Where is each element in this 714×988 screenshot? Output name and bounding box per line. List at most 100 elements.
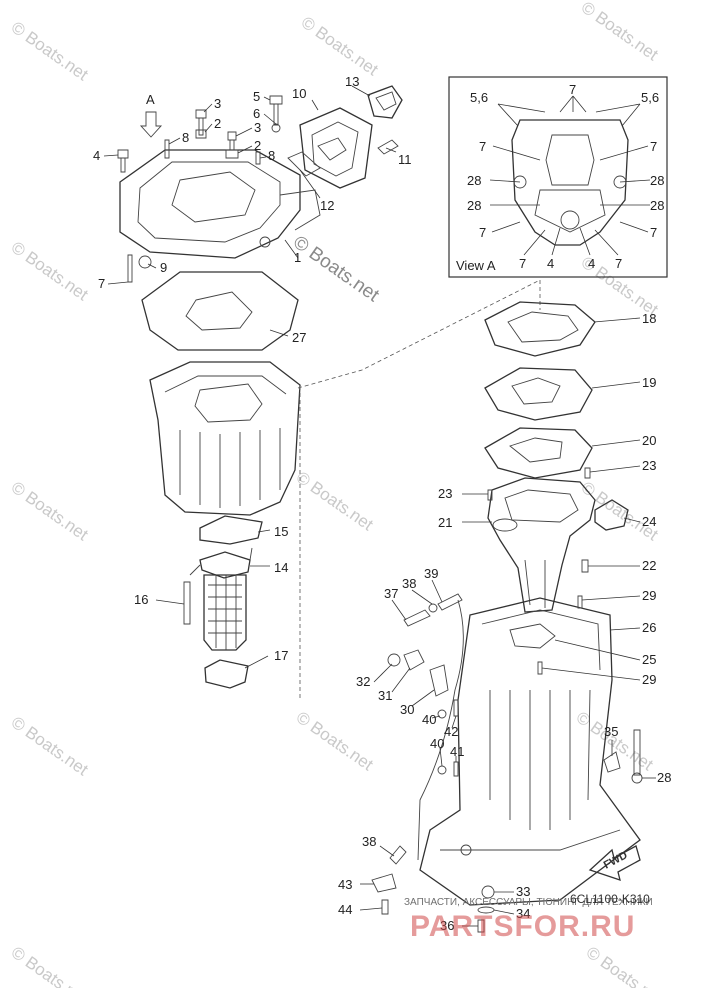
bolt-28 xyxy=(633,729,641,776)
gasket-18 xyxy=(484,301,596,357)
leader-29b xyxy=(541,667,641,681)
upper-casing-port xyxy=(259,236,271,248)
oil-pan-boss xyxy=(194,383,263,423)
view-a-leader-7r2 xyxy=(619,221,649,233)
callout-42: 42 xyxy=(444,724,458,739)
watermark-11: © Boats.net xyxy=(573,708,657,775)
clamp-38a xyxy=(428,603,438,613)
exhaust-guide-21 xyxy=(487,477,596,613)
grommet-30 xyxy=(429,664,449,697)
hose-39 xyxy=(437,593,463,611)
callout-11: 11 xyxy=(398,152,412,167)
callout-12: 12 xyxy=(320,198,334,213)
leader-31 xyxy=(391,667,411,693)
pin-29a xyxy=(577,595,583,609)
lower-casing-plate xyxy=(440,829,621,851)
callout-7: 7 xyxy=(98,276,105,291)
view-arrow-a-icon xyxy=(139,111,163,138)
oil-pan-ribs xyxy=(179,428,281,508)
callout-34: 34 xyxy=(516,906,530,921)
callout-36: 36 xyxy=(440,918,454,933)
bolt-16 xyxy=(183,581,191,625)
leader-42 xyxy=(451,715,457,729)
leader-34 xyxy=(493,909,515,915)
seal-24 xyxy=(594,499,629,531)
callout-17: 17 xyxy=(274,648,288,663)
callout-9: 9 xyxy=(160,260,167,275)
callout-38b: 38 xyxy=(362,834,376,849)
view-a-leader-7top xyxy=(559,95,587,113)
lower-casing-group xyxy=(419,595,656,906)
gasket-25 xyxy=(509,623,556,649)
top-cover-group xyxy=(287,85,403,199)
view-a-label-28-right2: 28 xyxy=(650,198,664,213)
leader-16 xyxy=(155,599,185,605)
strainer-link xyxy=(189,547,253,576)
callout-43: 43 xyxy=(338,877,352,892)
hose-line xyxy=(417,599,464,861)
leader-4 xyxy=(103,154,119,157)
washer-40b xyxy=(437,765,447,775)
gasket-18-opening xyxy=(507,311,579,343)
part-13 xyxy=(367,85,403,119)
view-a-label-7-left2: 7 xyxy=(479,225,486,240)
leader-30 xyxy=(411,689,435,707)
callout-29b: 29 xyxy=(642,672,656,687)
exhaust-guide-21-hole xyxy=(492,518,518,532)
view-a-label-7-bottom2: 7 xyxy=(615,256,622,271)
upper-casing-flange xyxy=(279,189,321,231)
footer-logo: PARTSFOR.RU xyxy=(410,910,635,943)
view-a-inset: 5,6 5,6 7 7 7 28 28 28 28 7 7 7 4 4 7 Vi… xyxy=(448,76,668,278)
callout-23b: 23 xyxy=(642,458,656,473)
dowel-8b xyxy=(255,151,261,165)
view-a-leader-56b xyxy=(595,103,641,127)
view-a-leader-bottom xyxy=(523,227,619,256)
leader-9 xyxy=(147,263,157,269)
view-a-leader-56a xyxy=(497,103,546,127)
leader-8b xyxy=(259,156,267,159)
callout-23a: 23 xyxy=(438,486,452,501)
callout-30: 30 xyxy=(400,702,414,717)
view-arrow-a: A xyxy=(139,92,163,138)
view-a-leader-7l1 xyxy=(492,145,541,161)
callout-21: 21 xyxy=(438,515,452,530)
view-a-label-7-right2: 7 xyxy=(650,225,657,240)
leader-24 xyxy=(623,517,641,523)
leader-26 xyxy=(609,627,641,631)
view-a-title: View A xyxy=(456,258,496,273)
gasket-27-opening xyxy=(185,291,253,331)
leader-13 xyxy=(351,85,371,97)
callout-22: 22 xyxy=(642,558,656,573)
callout-6: 6 xyxy=(253,106,260,121)
view-a-label-7-right1: 7 xyxy=(650,139,657,154)
gasket-20 xyxy=(484,427,593,479)
leader-8a xyxy=(168,137,181,145)
bolt-3a xyxy=(195,109,207,136)
leader-44 xyxy=(359,907,383,911)
watermark-8: © Boats.net xyxy=(578,478,662,545)
callout-25: 25 xyxy=(642,652,656,667)
gasket-27-group xyxy=(141,271,299,351)
lower-casing-ribs xyxy=(489,689,591,830)
leader-17 xyxy=(244,655,269,669)
view-a-label-28-left2: 28 xyxy=(467,198,481,213)
view-a-label-4-bottom2: 4 xyxy=(588,256,595,271)
callout-40b: 40 xyxy=(430,736,444,751)
gasket-17 xyxy=(204,659,249,689)
fitting-43 xyxy=(371,873,397,893)
fwd-arrow-icon xyxy=(588,845,641,881)
leader-32 xyxy=(373,663,393,683)
grommet-9 xyxy=(138,255,152,269)
right-gaskets-group xyxy=(484,301,641,479)
view-a-label-56-right: 5,6 xyxy=(641,90,659,105)
view-arrow-a-label: A xyxy=(146,92,155,107)
pin-29b xyxy=(537,661,543,675)
upper-casing-cavity xyxy=(171,171,256,223)
callout-16: 16 xyxy=(134,592,148,607)
dowel-8a xyxy=(164,139,170,159)
upper-casing-inner xyxy=(137,161,281,243)
watermark-3: © Boats.net xyxy=(578,0,662,65)
bolt-36 xyxy=(477,919,485,933)
leader-18 xyxy=(593,317,641,323)
callout-5: 5 xyxy=(253,89,260,104)
